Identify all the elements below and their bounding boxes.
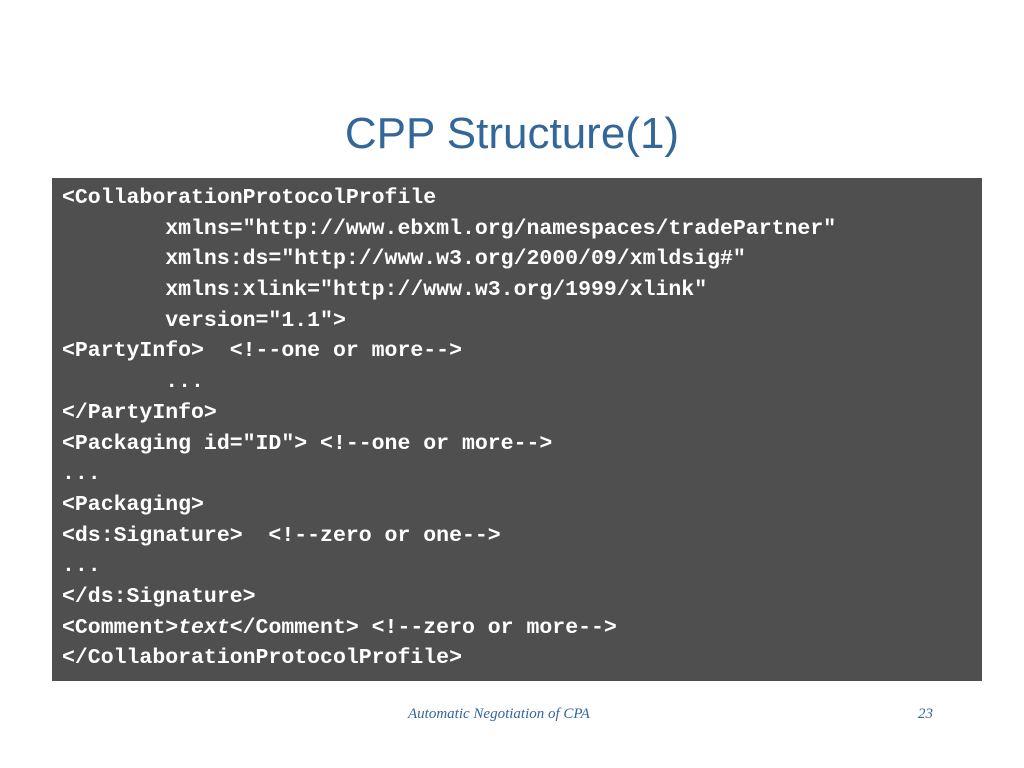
code-block: <CollaborationProtocolProfile xmlns="htt… — [52, 178, 982, 681]
code-line: <CollaborationProtocolProfile — [62, 186, 437, 210]
comment-close-tag: </Comment> <!--zero or more--> — [229, 615, 617, 640]
code-line: <Packaging> — [62, 492, 204, 517]
comment-content: text — [178, 615, 230, 640]
code-line: <PartyInfo> <!--one or more--> — [62, 339, 462, 364]
code-line-comment: <Comment>text</Comment> <!--zero or more… — [62, 613, 972, 644]
comment-open-tag: <Comment> — [62, 615, 179, 640]
page-number: 23 — [918, 706, 933, 722]
footer-text: Automatic Negotiation of CPA — [408, 706, 590, 722]
code-line: ... — [62, 554, 101, 579]
code-line: version="1.1"> — [62, 308, 346, 333]
code-line: xmlns:ds="http://www.w3.org/2000/09/xmld… — [62, 247, 746, 272]
code-line: xmlns="http://www.ebxml.org/namespaces/t… — [62, 216, 837, 241]
code-line: ... — [62, 462, 101, 487]
code-line: ... — [62, 370, 204, 395]
slide-title: CPP Structure(1) — [344, 109, 680, 158]
code-line: <Packaging id="ID"> <!--one or more--> — [62, 431, 553, 456]
code-line: </PartyInfo> — [62, 400, 217, 425]
code-line: xmlns:xlink="http://www.w3.org/1999/xlin… — [62, 278, 708, 303]
code-line-closing: </CollaborationProtocolProfile> — [62, 646, 462, 671]
code-line: <ds:Signature> <!--zero or one--> — [62, 523, 501, 548]
code-line: </ds:Signature> — [62, 584, 256, 609]
